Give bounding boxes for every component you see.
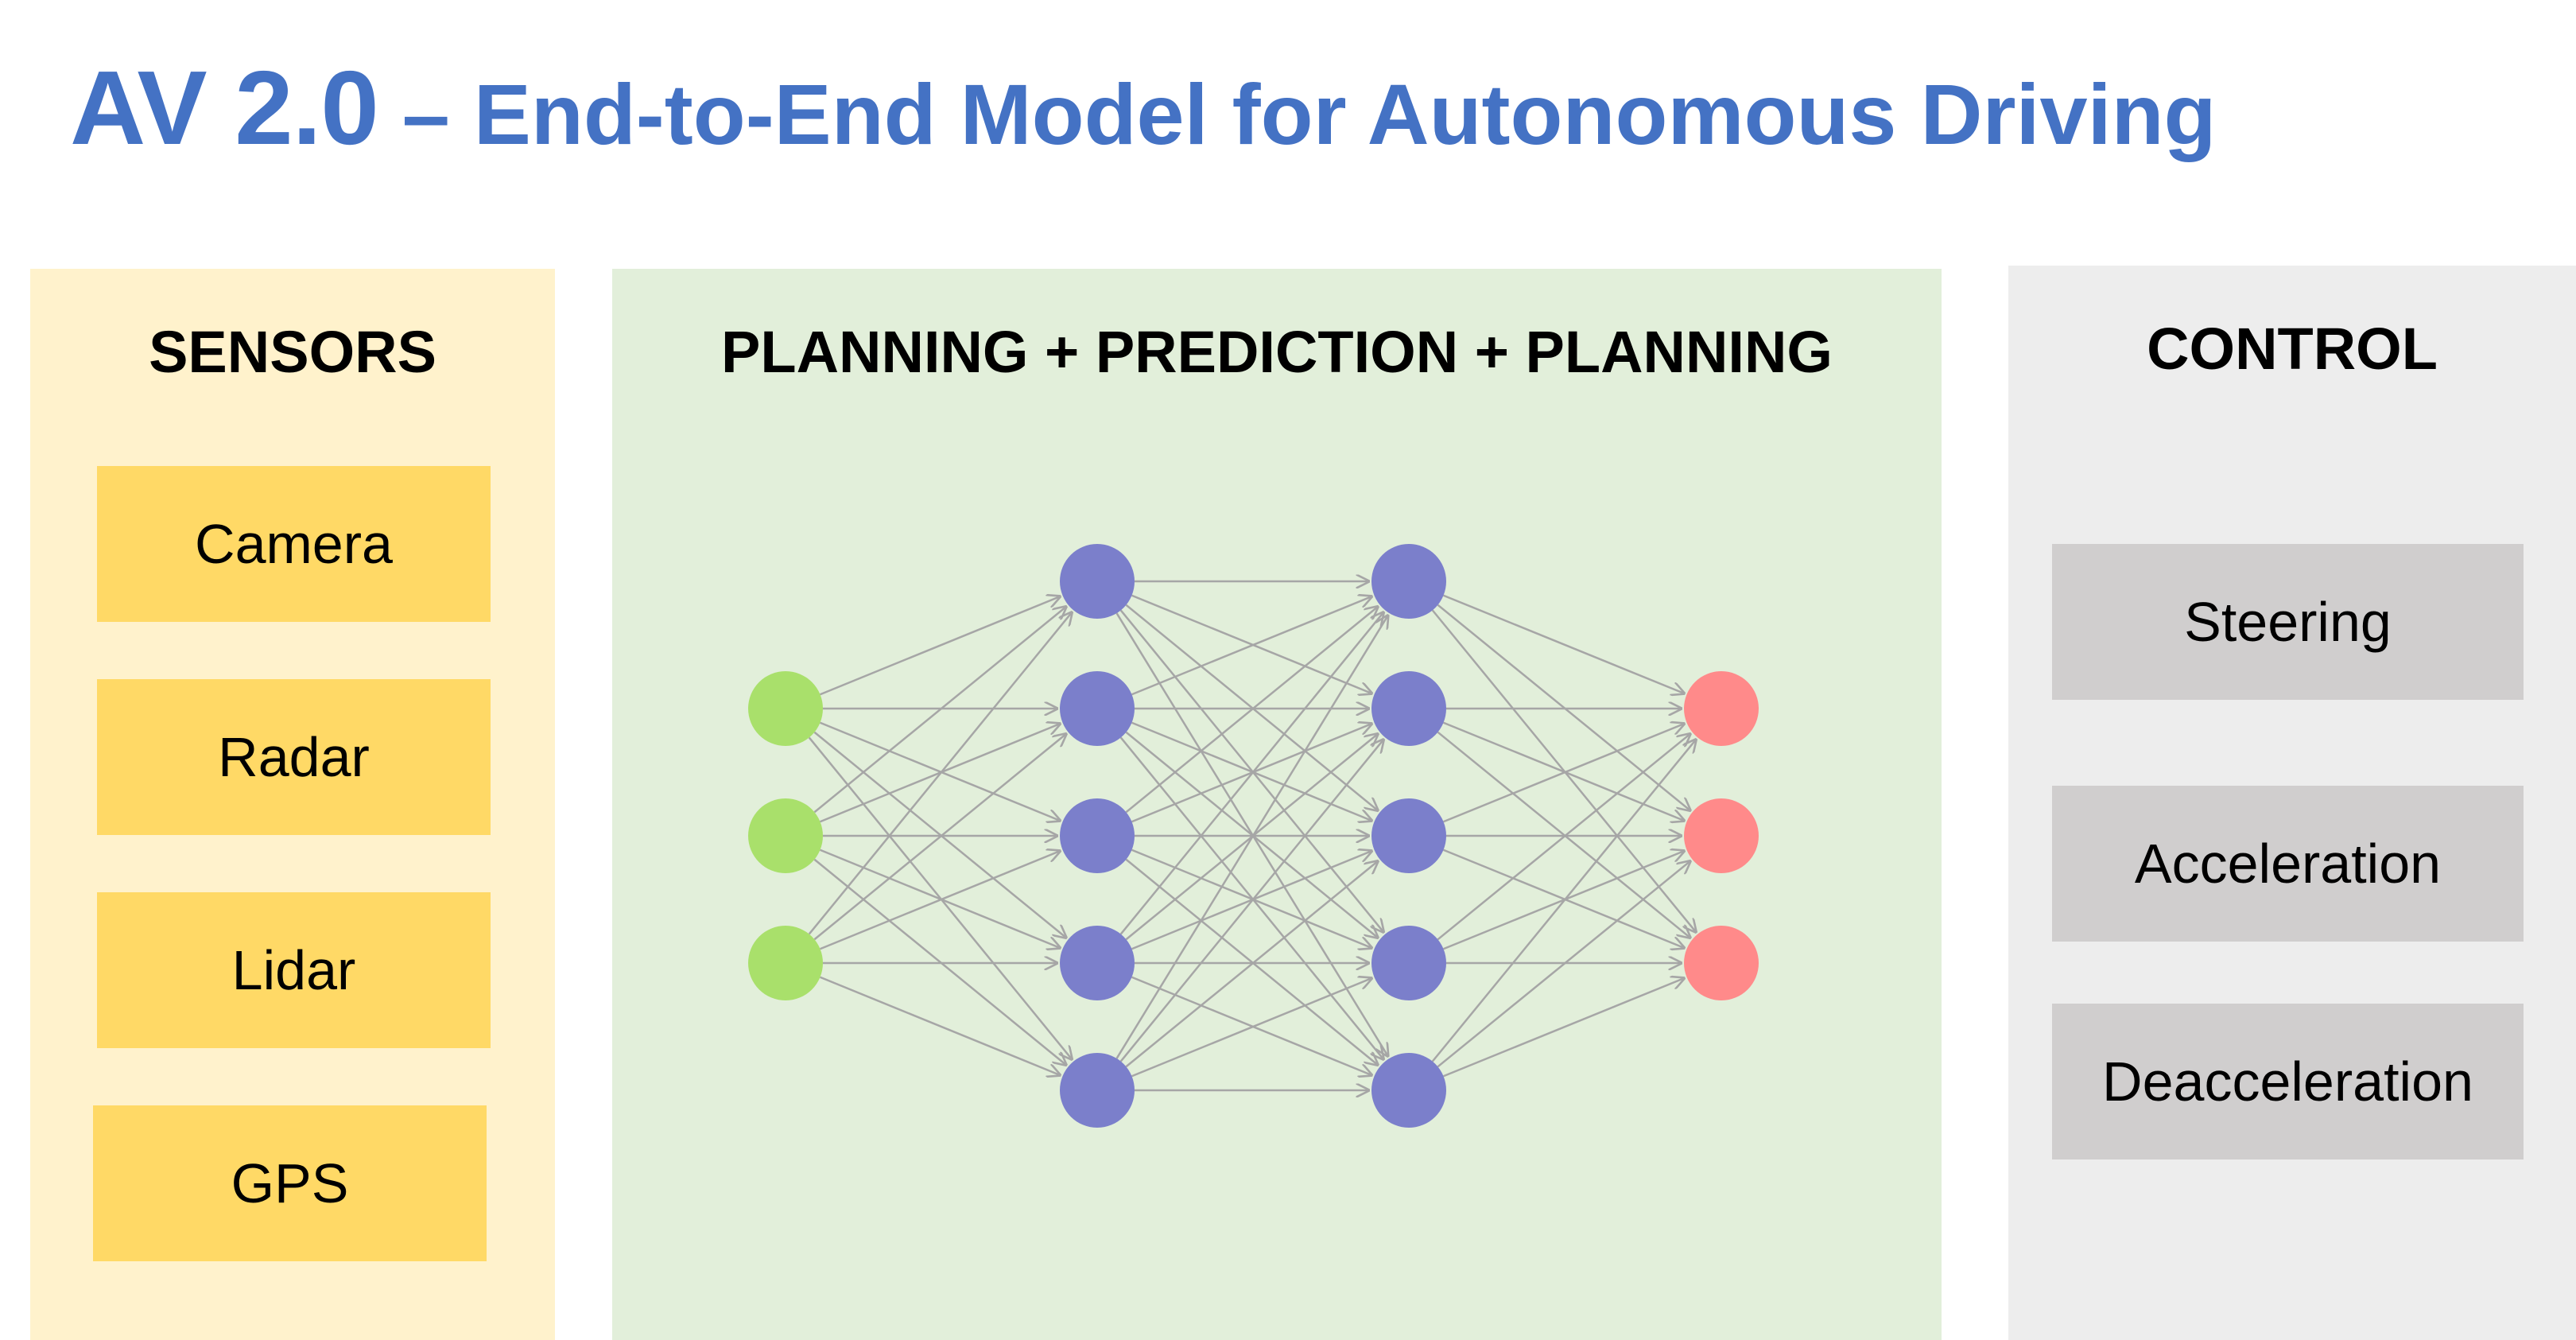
end-to-end-model-panel: PLANNING + PREDICTION + PLANNING [612,269,1942,1340]
nn-edge-l1-4-1 [1119,739,1384,1062]
sensors-heading: SENSORS [149,319,436,385]
nn-node-layer1-2 [1060,798,1135,873]
nn-edge-l2-4-2 [1443,977,1686,1078]
nn-edge-l0-2-2 [820,851,1061,950]
nn-edge-l2-0-0 [1443,594,1686,694]
nn-node-layer2-2 [1371,798,1446,873]
sensor-camera-box: Camera [97,466,491,622]
nn-edge-l2-4-0 [1431,739,1697,1062]
nn-edge-l1-1-0 [1131,596,1373,696]
nn-node-layer0-2 [748,926,823,1000]
nn-edge-l0-2-0 [808,612,1073,935]
nn-edge-l1-3-0 [1119,612,1384,935]
nn-edge-l0-1-0 [813,606,1067,814]
nn-node-layer3-0 [1684,671,1759,746]
nn-edge-l1-4-3 [1131,978,1373,1078]
sensor-radar-box: Radar [97,679,491,835]
nn-edge-l0-2-1 [813,733,1067,941]
sensors-panel: SENSORS Camera Radar Lidar GPS [30,269,555,1340]
core-heading: PLANNING + PREDICTION + PLANNING [721,319,1833,385]
nn-edge-l2-2-0 [1443,723,1686,823]
nn-node-layer2-1 [1371,671,1446,746]
nn-edge-l1-4-0 [1115,615,1389,1059]
nn-node-layer1-4 [1060,1053,1135,1128]
nn-node-layer3-1 [1684,798,1759,873]
control-panel: CONTROL Steering Acceleration Deaccelera… [2008,266,2576,1340]
page-title: AV 2.0 – End-to-End Model for Autonomous… [70,48,2217,168]
nn-edge-l1-2-0 [1125,606,1379,814]
nn-node-layer0-1 [748,798,823,873]
control-heading: CONTROL [2147,316,2438,382]
nn-node-layer1-3 [1060,926,1135,1000]
nn-edge-l2-4-1 [1437,860,1691,1068]
nn-edge-l0-0-0 [820,596,1061,696]
page-title-sub: – End-to-End Model for Autonomous Drivin… [378,66,2217,162]
control-deacceleration-box: Deacceleration [2052,1004,2524,1159]
control-steering-box: Steering [2052,544,2524,700]
neural-network-diagram [748,544,1759,1128]
nn-node-layer2-3 [1371,926,1446,1000]
sensor-gps-box: GPS [93,1105,487,1261]
nn-node-layer3-2 [1684,926,1759,1000]
nn-node-layer1-1 [1060,671,1135,746]
nn-edge-l0-2-4 [820,976,1061,1076]
nn-node-layer2-0 [1371,544,1446,619]
nn-edge-l2-3-0 [1437,733,1691,941]
control-acceleration-box: Acceleration [2052,786,2524,942]
nn-edge-l1-4-2 [1125,860,1379,1068]
nn-node-layer2-4 [1371,1053,1446,1128]
nn-node-layer1-0 [1060,544,1135,619]
sensor-lidar-box: Lidar [97,892,491,1048]
nn-node-layer0-0 [748,671,823,746]
page-title-main: AV 2.0 [70,49,379,166]
